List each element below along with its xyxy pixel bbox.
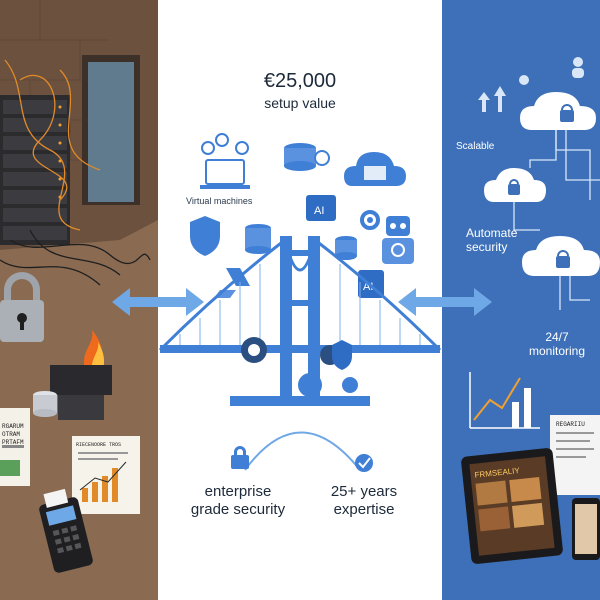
gear-cluster-icon (241, 337, 358, 397)
up-arrows-icon (478, 86, 506, 112)
ai-chip-label: AI (314, 205, 324, 217)
doc2-header: RIECENOORE TROS (76, 442, 121, 448)
cloud-lock-mid-icon (484, 168, 546, 202)
doc1-line1: RGARUM (2, 423, 24, 430)
monitoring-line1: 24/7 (545, 330, 569, 344)
server-rack-icon (0, 95, 70, 245)
card-terminal-icon (39, 488, 93, 573)
report-document-icon (550, 415, 600, 495)
paper-chart-icon (72, 436, 140, 514)
gear-icon (360, 210, 380, 230)
phone-icon (572, 498, 600, 560)
people-icon (519, 57, 584, 85)
robot-icon (382, 216, 414, 264)
enterprise-security-line1: enterprise (204, 483, 272, 500)
doc1-line3: PRTAFM (2, 439, 24, 446)
virtual-machines-label: Virtual machines (186, 196, 253, 206)
monitoring-label: 24/7 monitoring (529, 330, 585, 358)
expertise-line2: expertise (333, 501, 395, 518)
tangled-cables (4, 59, 101, 231)
connector-arc (244, 431, 361, 471)
shield-icon (190, 216, 220, 256)
enterprise-security-caption: enterprise grade security (178, 483, 298, 519)
database-small-icon (335, 236, 357, 260)
suspension-bridge-icon (158, 236, 442, 406)
expertise-caption: 25+ years expertise (312, 483, 416, 519)
database-cylinder-icon (284, 143, 330, 171)
expertise-line1: 25+ years (330, 483, 398, 500)
checkmark-badge-icon (355, 454, 373, 472)
paper-report-icon (0, 408, 30, 486)
tablet-icon (461, 448, 563, 564)
doc1-line2: OTRAM (2, 431, 20, 438)
setup-value-amount: €25,000 (263, 70, 337, 92)
automate-security-label: Automate security (466, 226, 517, 254)
automate-line1: Automate (466, 226, 518, 240)
right-double-arrow-icon (398, 288, 492, 316)
server-room-scene: RGARUM OTRAM PRTAFM RIECENOORE TROS (0, 0, 158, 600)
enterprise-security-line2: grade security (190, 501, 286, 518)
cloud-server-icon (344, 152, 406, 186)
disk-stack-icon (33, 391, 57, 417)
laptop-icon (200, 133, 250, 189)
automate-line2: security (466, 240, 508, 254)
database-stack-icon (245, 224, 271, 254)
ai-badge-label: AI (363, 281, 373, 293)
network-lines (513, 130, 600, 310)
setup-value-label: setup value (264, 95, 336, 111)
lock-icon-bottom (231, 446, 249, 469)
scalable-label: Scalable (456, 141, 495, 152)
padlock-icon (0, 272, 44, 342)
ai-chip-icon: AI (306, 195, 336, 221)
monitoring-line2: monitoring (529, 344, 586, 358)
growth-chart-icon (469, 372, 540, 429)
left-double-arrow-icon (112, 288, 204, 316)
cloud-lock-bottom-icon (522, 236, 600, 276)
cloud-lock-top-icon (520, 92, 596, 130)
burning-hardware-icon (50, 330, 112, 420)
report-doc-header: REGARIIU (556, 421, 585, 428)
